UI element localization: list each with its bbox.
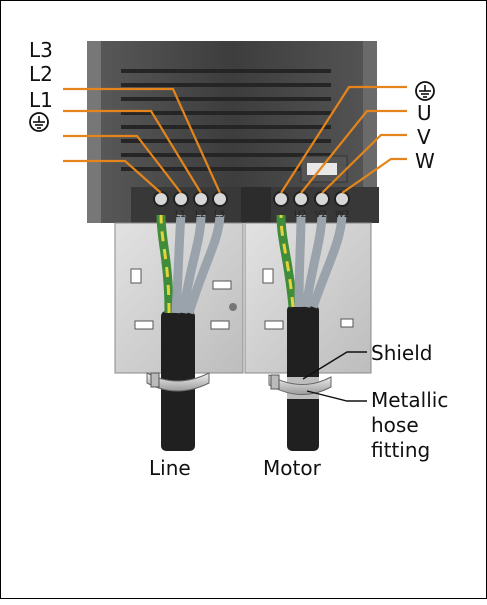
line-cable — [156, 214, 225, 451]
leader-w — [341, 157, 407, 194]
right-leader-lines — [280, 85, 407, 194]
label-l1: L1 — [29, 88, 53, 112]
terminal-mark-v2: V2 — [315, 210, 327, 220]
terminal-mark-l1: L1 — [175, 210, 186, 220]
label-line: Line — [149, 456, 191, 480]
terminal-mark-l2: L2 — [195, 210, 206, 220]
terminal-mark-u2: U2 — [294, 210, 306, 220]
label-hose-line3: fitting — [371, 438, 430, 462]
label-motor: Motor — [263, 456, 322, 480]
terminal-mark-w2: W2 — [335, 210, 350, 220]
motor-terminals: U2 V2 W2 — [273, 191, 350, 220]
leader-pe-motor — [280, 85, 407, 194]
leader-pe-line — [63, 159, 162, 194]
leader-u — [300, 109, 407, 194]
ground-symbol-right-icon — [415, 81, 435, 101]
ground-symbol-left-icon — [29, 112, 49, 132]
left-leader-lines — [63, 87, 222, 194]
label-u: U — [417, 101, 432, 125]
leader-l1 — [63, 134, 182, 194]
label-shield: Shield — [371, 341, 432, 365]
v-terminal-screw — [314, 191, 330, 207]
label-hose-line2: hose — [371, 413, 419, 437]
pe-terminal-screw — [153, 191, 169, 207]
w-terminal-screw — [334, 191, 350, 207]
line-clamp — [146, 372, 210, 392]
u-terminal-screw — [293, 191, 309, 207]
pe-motor-terminal-screw — [273, 191, 289, 207]
leader-shield — [302, 351, 367, 380]
motor-cable — [276, 214, 347, 451]
motor-clamp — [268, 374, 332, 396]
label-w: W — [415, 149, 435, 173]
label-hose-line1: Metallic — [371, 388, 448, 412]
l1-terminal-screw — [173, 191, 189, 207]
terminal-mark-l3: L3 — [214, 210, 225, 220]
leader-hose — [306, 390, 367, 402]
label-l2: L2 — [29, 62, 53, 86]
l2-terminal-screw — [193, 191, 209, 207]
leader-l2 — [63, 109, 202, 194]
leader-l3 — [63, 87, 222, 194]
label-l3: L3 — [29, 38, 53, 62]
leader-v — [321, 133, 407, 194]
label-v: V — [417, 125, 431, 149]
cooling-fins — [121, 69, 331, 171]
l3-terminal-screw — [212, 191, 228, 207]
shield-hose-leaders — [302, 351, 367, 402]
